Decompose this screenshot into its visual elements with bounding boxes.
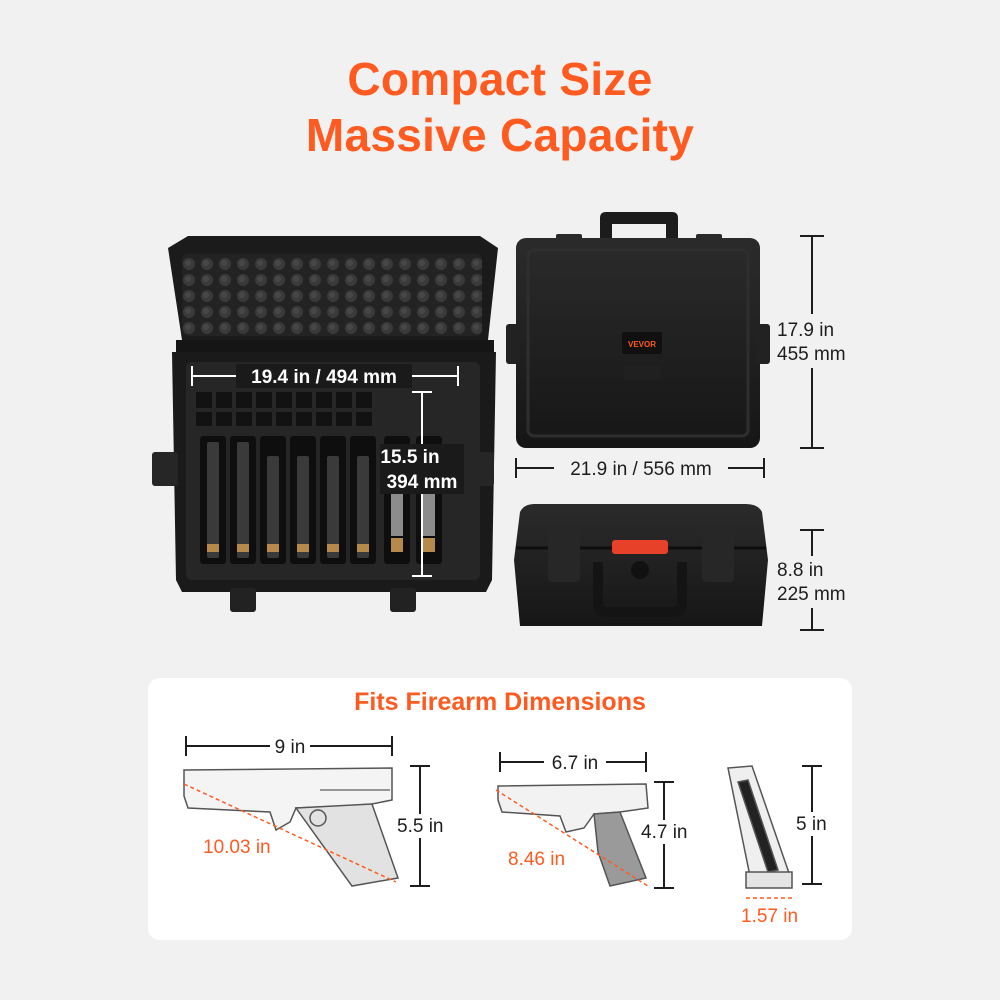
compact-pistol-length-label: 6.7 in <box>552 753 598 774</box>
compact-pistol-diagonal-label: 8.46 in <box>508 849 565 870</box>
exterior-width-label: 21.9 in / 556 mm <box>570 459 712 480</box>
interior-width-label: 19.4 in / 494 mm <box>251 367 397 388</box>
compact-pistol-diagonal-line <box>495 789 649 887</box>
brand-logo: VEVOR <box>628 340 656 349</box>
exterior-height-line <box>776 235 856 449</box>
interior-depth-in-label: 15.5 in <box>380 447 439 468</box>
firearm-section-title: Fits Firearm Dimensions <box>354 688 646 716</box>
interior-width-line <box>191 364 459 388</box>
large-pistol-diagonal-label: 10.03 in <box>203 837 271 858</box>
closed-case-top-image <box>506 212 770 448</box>
exterior-height-mm-label: 455 mm <box>777 344 846 365</box>
headline-line-2: Massive Capacity <box>305 109 695 161</box>
exterior-thickness-line <box>776 529 856 631</box>
closed-case-front-image <box>514 504 768 626</box>
magazine-height-label: 5 in <box>796 814 827 835</box>
exterior-width-line <box>515 456 765 480</box>
large-pistol-image <box>183 767 400 887</box>
headline-line-1: Compact Size <box>347 53 653 105</box>
large-pistol-height-label: 5.5 in <box>397 816 443 837</box>
exterior-thickness-in-label: 8.8 in <box>777 560 823 581</box>
interior-depth-line <box>380 391 464 577</box>
compact-pistol-height-label: 4.7 in <box>641 822 687 843</box>
exterior-height-in-label: 17.9 in <box>777 320 834 341</box>
interior-depth-mm-label: 394 mm <box>387 472 458 493</box>
magazine-width-label: 1.57 in <box>741 906 798 927</box>
exterior-thickness-mm-label: 225 mm <box>777 584 846 605</box>
large-pistol-diagonal-line <box>183 783 397 883</box>
large-pistol-length-label: 9 in <box>275 737 306 758</box>
compact-pistol-image <box>497 783 649 887</box>
magazine-image <box>727 765 793 889</box>
open-case-image <box>152 236 498 612</box>
